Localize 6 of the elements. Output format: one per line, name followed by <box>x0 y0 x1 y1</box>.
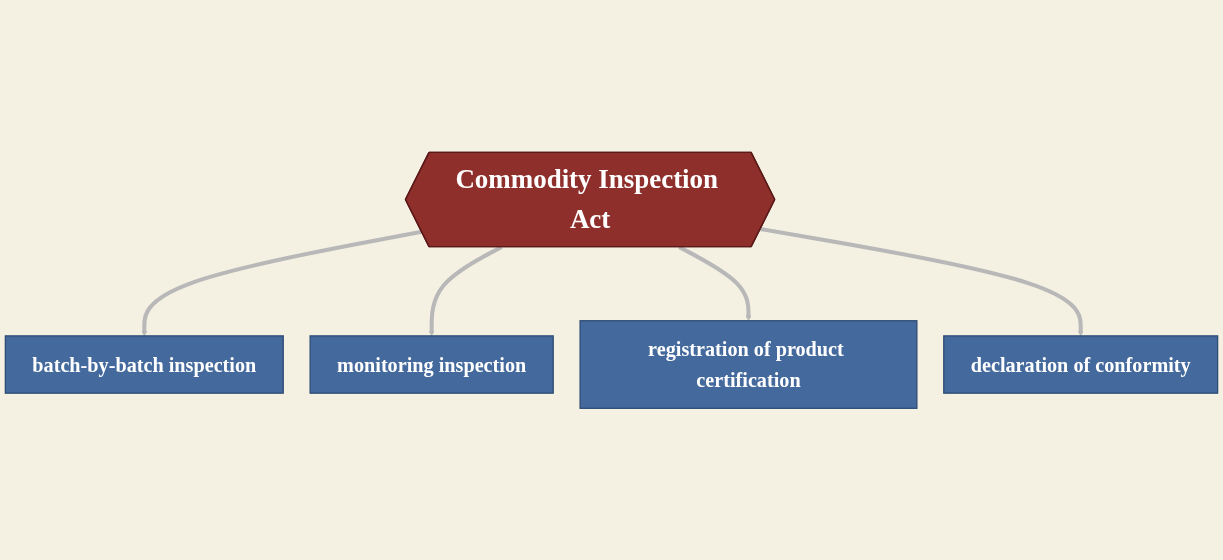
node-box: batch-by-batch inspection <box>4 334 284 394</box>
node-box: registration of product certification <box>579 319 918 409</box>
arrow <box>141 229 423 336</box>
node-box: declaration of conformity <box>943 334 1219 394</box>
node-box: monitoring inspection <box>309 334 554 394</box>
arrow <box>760 226 1084 336</box>
